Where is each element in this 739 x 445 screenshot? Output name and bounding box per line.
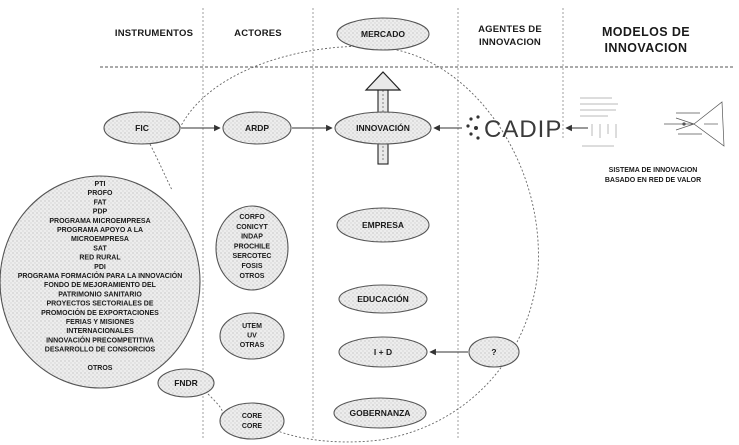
header-modelos-line1: MODELOS DE [602,25,690,39]
model-caption-line2: BASADO EN RED DE VALOR [605,177,701,184]
actor-item: PROCHILE [234,243,271,250]
value-network-model-figure [580,97,725,147]
actor-item: OTROS [240,273,265,280]
actor-item: UTEM [242,323,262,330]
program-item: INNOVACIÓN PRECOMPETITIVA [46,335,154,344]
cadip-logo-text: CADIP [484,116,562,143]
program-item: FERIAS Y MISIONES [66,319,135,326]
node-fndr [157,368,215,398]
actor-item: UV [247,333,257,340]
cadip-logo: CADIP [466,115,562,143]
node-imasd [338,336,428,368]
program-item: INTERNACIONALES [66,328,134,335]
node-innovacion [334,111,432,145]
node-ardp-label: ARDP [245,123,269,133]
node-fndr-label: FNDR [174,378,198,388]
node-question [468,336,520,368]
node-educacion [338,284,428,314]
node-imasd-label: I + D [374,347,392,357]
node-innovacion-label: INNOVACIÓN [356,122,410,133]
node-mercado [336,17,430,51]
actor-item: CORFO [239,214,265,221]
fic-programs-link [149,143,173,191]
program-item: PROGRAMA FORMACIÓN PARA LA INNOVACIÓN [18,271,183,280]
header-agentes-line2: INNOVACION [479,37,541,48]
utem-group-list: UTEM UV OTRAS [240,323,265,349]
node-corfo-group [215,205,289,291]
node-gobernanza [333,397,427,429]
header-modelos-line2: INNOVACION [605,41,688,55]
program-item: FONDO DE MEJORAMIENTO DEL [44,282,157,289]
node-question-label: ? [491,347,496,357]
node-ardp [222,111,292,145]
node-core [219,402,285,440]
header-instrumentos: INSTRUMENTOS [115,28,193,39]
node-empresa [336,207,430,243]
cadip-dots-icon [466,115,480,140]
header-actores: ACTORES [234,28,282,39]
program-item: MICROEMPRESA [71,236,129,243]
node-core-line1: CORE [242,413,263,420]
program-item: PDP [93,209,108,216]
actor-item: CONICYT [236,224,268,231]
program-item: PROMOCIÓN DE EXPORTACIONES [41,308,159,317]
program-item: PDI [94,264,106,271]
actor-item: INDAP [241,234,263,241]
program-item: RED RURAL [79,255,121,262]
node-fic [103,111,181,145]
actor-item: SERCOTEC [233,253,272,260]
program-item: PROGRAMA MICROEMPRESA [49,218,150,225]
program-item: PTI [95,181,106,188]
programs-list: PTI PROFO FAT PDP PROGRAMA MICROEMPRESA PROGR… [18,181,183,372]
program-item: PROGRAMA APOYO A LA [57,227,143,234]
corfo-group-list: CORFO CONICYT INDAP PROCHILE SERCOTEC FOSIS OT… [233,214,272,280]
node-mercado-label: MERCADO [361,29,405,39]
program-item: PROFO [88,190,113,197]
program-item: OTROS [88,365,113,372]
innovation-system-boundary [177,45,539,443]
node-programs [0,175,201,389]
program-item: PROYECTOS SECTORIALES DE [46,301,153,308]
actor-item: FOSIS [241,263,262,270]
node-fic-label: FIC [135,123,149,133]
node-utem-group [219,312,285,360]
actor-item: OTRAS [240,342,265,349]
program-item: PATRIMONIO SANITARIO [58,291,142,298]
model-caption-line1: SISTEMA DE INNOVACION [609,167,698,174]
node-gobernanza-label: GOBERNANZA [350,408,411,418]
program-item: DESARROLLO DE CONSORCIOS [45,347,156,354]
program-item: FAT [94,199,107,206]
header-agentes-line1: AGENTES DE [478,24,542,35]
node-educacion-label: EDUCACIÓN [357,293,408,304]
node-core-line2: CORE [242,423,263,430]
fndr-core-link [207,393,223,415]
program-item: SAT [93,245,107,252]
node-empresa-label: EMPRESA [362,220,404,230]
